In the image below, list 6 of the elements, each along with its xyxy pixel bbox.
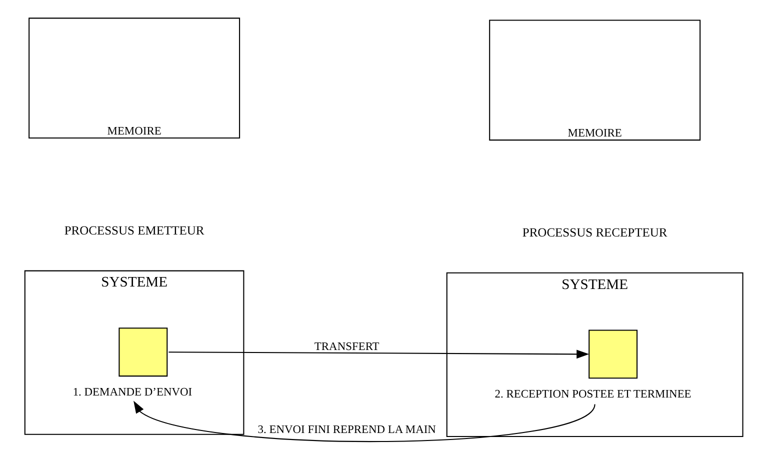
- node-label: 1. DEMANDE D’ENVOI: [72, 386, 192, 399]
- label: PROCESSUS RECEPTEUR: [522, 226, 668, 240]
- node-label: 2. RECEPTION POSTEE ET TERMINEE: [494, 388, 692, 401]
- edge-label: 3. ENVOI FINI REPREND LA MAIN: [258, 424, 436, 436]
- edge-label: TRANSFERT: [314, 340, 380, 353]
- label: PROCESSUS EMETTEUR: [64, 223, 204, 238]
